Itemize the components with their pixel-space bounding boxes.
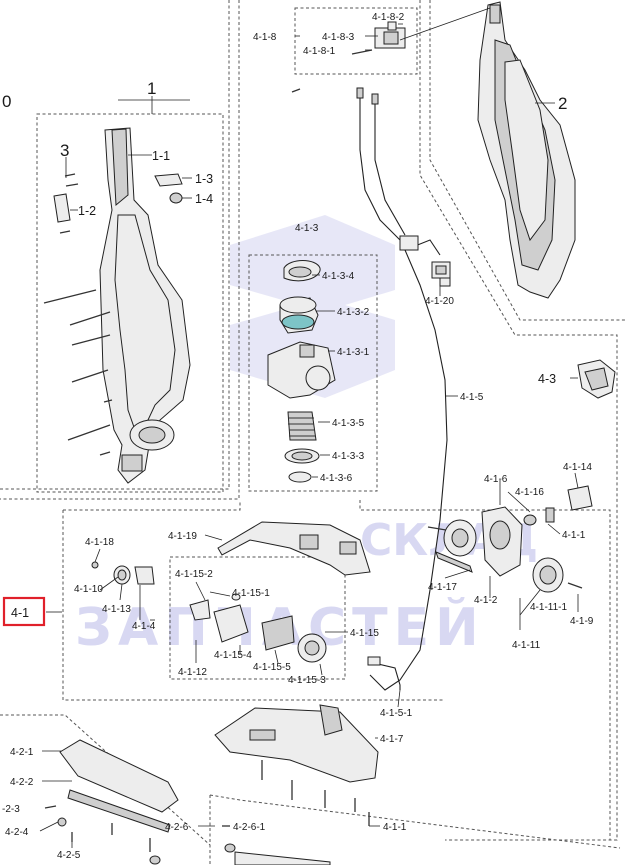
label-4-1-9: 4-1-9 bbox=[570, 616, 594, 627]
label-4-1-8-3: 4-1-8-3 bbox=[322, 32, 355, 43]
label-4-1-15-5: 4-1-15-5 bbox=[253, 662, 291, 673]
handle-screws bbox=[43, 173, 113, 456]
label-4-1-8-1: 4-1-8-1 bbox=[303, 46, 336, 57]
label-1-3: 1-3 bbox=[195, 172, 213, 186]
label-4-1-8: 4-1-8 bbox=[253, 32, 277, 43]
handle-body-assembly bbox=[53, 127, 191, 484]
label-4-1-3-3: 4-1-3-3 bbox=[332, 451, 365, 462]
label-4-1-14: 4-1-14 bbox=[563, 462, 592, 473]
label-4-2-3: -2-3 bbox=[2, 804, 20, 815]
label-4-1-15-1: 4-1-15-1 bbox=[232, 588, 270, 599]
leader-lines bbox=[39, 7, 579, 848]
label-4-1-8-2: 4-1-8-2 bbox=[372, 12, 405, 23]
label-4-2-6-1: 4-2-6-1 bbox=[233, 822, 266, 833]
label-4-1-3-2: 4-1-3-2 bbox=[337, 307, 370, 318]
motor-housing-assembly bbox=[91, 485, 593, 826]
label-3: 3 bbox=[60, 141, 69, 160]
upper-housing bbox=[477, 1, 576, 299]
side-cover bbox=[577, 359, 616, 399]
label-4-1-3: 4-1-3 bbox=[295, 223, 319, 234]
label-4-1-3-6: 4-1-3-6 bbox=[320, 473, 353, 484]
label-2: 2 bbox=[558, 94, 567, 113]
label-4-1-15-4: 4-1-15-4 bbox=[214, 650, 252, 661]
label-4-1-1-right: 4-1-1 bbox=[562, 530, 586, 541]
label-4-1-7: 4-1-7 bbox=[380, 734, 404, 745]
label-4-1-6: 4-1-6 bbox=[484, 474, 508, 485]
label-4-1-19: 4-1-19 bbox=[168, 531, 197, 542]
label-4-1-10: 4-1-10 bbox=[74, 584, 103, 595]
cyclone-assembly bbox=[267, 260, 336, 483]
label-4-1-20: 4-1-20 bbox=[425, 296, 454, 307]
label-4-1-13: 4-1-13 bbox=[102, 604, 131, 615]
label-4-1-17: 4-1-17 bbox=[428, 582, 457, 593]
label-4-1-1-bottom: 4-1-1 bbox=[383, 822, 407, 833]
label-4-1-3-5: 4-1-3-5 bbox=[332, 418, 365, 429]
label-4-3: 4-3 bbox=[538, 372, 556, 386]
label-4-1-18: 4-1-18 bbox=[85, 537, 114, 548]
label-4-1-4: 4-1-4 bbox=[132, 621, 156, 632]
cord-clip-assembly bbox=[291, 21, 406, 93]
label-4-2-5: 4-2-5 bbox=[57, 850, 81, 861]
callout-labels: 0 1 1-1 1-2 1-3 1-4 2 3 4-1 4-1-1 4-1-1 … bbox=[2, 12, 594, 861]
label-4-2-1: 4-2-1 bbox=[10, 747, 34, 758]
nozzle-assembly bbox=[44, 739, 331, 865]
label-4-1-15-2: 4-1-15-2 bbox=[175, 569, 213, 580]
label-4-2-4: 4-2-4 bbox=[5, 827, 29, 838]
label-1-4: 1-4 bbox=[195, 192, 213, 206]
label-4-1-11: 4-1-11 bbox=[512, 640, 541, 651]
label-4-1-12: 4-1-12 bbox=[178, 667, 207, 678]
label-4-1-15: 4-1-15 bbox=[350, 628, 379, 639]
label-1-1: 1-1 bbox=[152, 149, 170, 163]
label-4-2-2: 4-2-2 bbox=[10, 777, 34, 788]
label-4-1-15-3: 4-1-15-3 bbox=[288, 675, 326, 686]
label-1: 1 bbox=[147, 79, 156, 98]
label-4-1-3-4: 4-1-3-4 bbox=[322, 271, 355, 282]
label-0: 0 bbox=[2, 92, 11, 111]
wiring bbox=[356, 87, 448, 691]
label-4-1-16: 4-1-16 bbox=[515, 487, 544, 498]
label-4-2-6: 4-2-6 bbox=[165, 822, 189, 833]
label-1-2: 1-2 bbox=[78, 204, 96, 218]
highlight-box[interactable] bbox=[2, 596, 46, 627]
connector-block bbox=[431, 261, 451, 287]
label-4-1-5-1: 4-1-5-1 bbox=[380, 708, 413, 719]
label-4-1-2: 4-1-2 bbox=[474, 595, 498, 606]
label-4-1-5: 4-1-5 bbox=[460, 392, 484, 403]
label-4-1-highlighted[interactable]: 4-1 bbox=[11, 606, 29, 620]
label-4-1-3-1: 4-1-3-1 bbox=[337, 347, 370, 358]
label-4-1-11-1: 4-1-11-1 bbox=[530, 602, 567, 613]
